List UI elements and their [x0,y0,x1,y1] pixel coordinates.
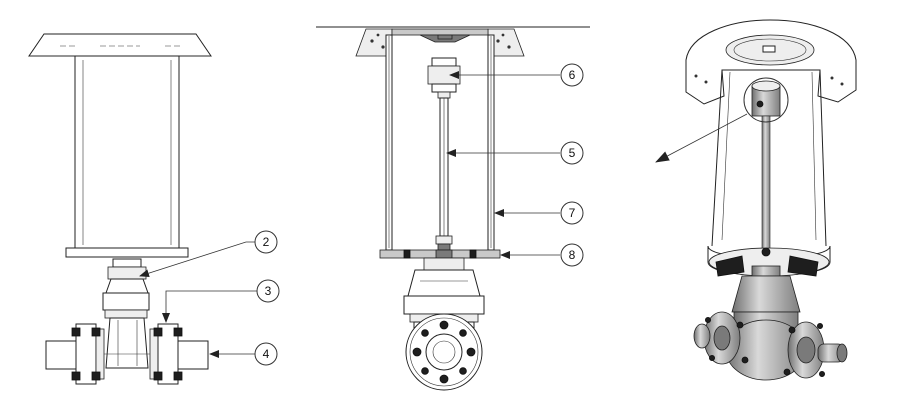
callout-2: 2 [254,230,278,254]
valve-top-cap [102,258,150,319]
callout-7-label: 7 [569,206,576,220]
section-gate-valve [403,257,485,391]
middle-section-view [316,26,590,391]
callout-5: 5 [560,141,584,165]
callout-4: 4 [254,342,278,366]
callout-7: 7 [560,201,584,225]
tube-body [65,55,189,258]
callout-6-label: 6 [569,68,576,82]
base-plate [379,249,501,259]
callout-8-label: 8 [569,248,576,262]
section-top-cover [355,28,525,57]
3d-base [715,255,819,277]
callout-2-label: 2 [263,235,270,249]
extension-stem [427,57,461,251]
callout-5-label: 5 [569,146,576,160]
3d-gate-valve [693,265,848,381]
leaders [139,71,748,358]
callout-8: 8 [560,243,584,267]
callout-3-label: 3 [265,284,272,298]
3d-stem [751,80,781,257]
gate-valve-body [45,317,209,385]
right-3d-view [685,19,857,381]
callout-3: 3 [256,279,280,303]
callout-4-label: 4 [263,347,270,361]
detail-circle [743,77,789,123]
callout-6: 6 [560,63,584,87]
lid-cover [28,33,212,57]
3d-cover [685,19,857,105]
left-exploded-view [28,33,212,385]
